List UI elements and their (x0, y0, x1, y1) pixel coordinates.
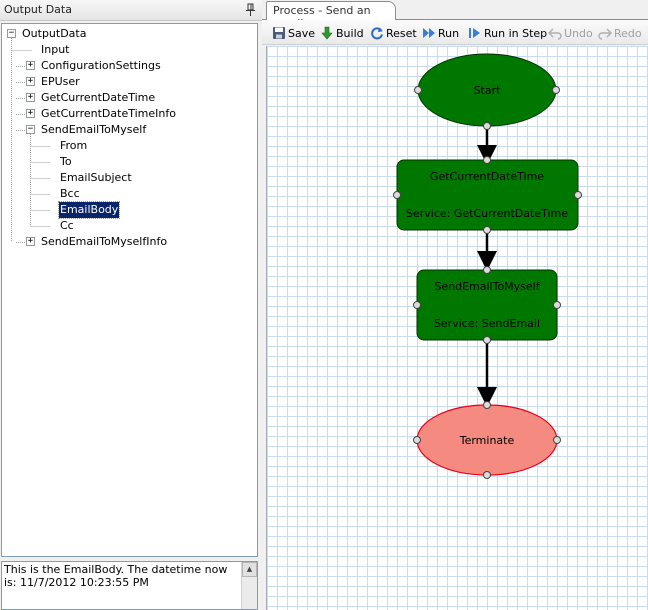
tree-node-epuser[interactable]: + EPUser (26, 74, 81, 90)
start-node[interactable]: Start (414, 53, 560, 130)
port-handle[interactable] (393, 191, 401, 199)
reset-label: Reset (386, 26, 417, 40)
tree-node-label[interactable]: GetCurrentDateTimeInfo (41, 107, 176, 120)
tree-node-emailbody[interactable]: EmailBody (57, 201, 121, 219)
tree-node-outputdata[interactable]: − OutputData (7, 26, 87, 42)
tree-node-cc[interactable]: Cc (59, 218, 75, 234)
collapse-icon[interactable]: − (26, 124, 35, 134)
run-in-step-label: Run in Step (484, 26, 548, 40)
build-arrow-icon (321, 26, 333, 40)
port-handle[interactable] (552, 86, 560, 94)
tree-node-label[interactable]: SendEmailToMyselfInfo (41, 235, 168, 248)
value-preview-text: This is the EmailBody. The datetime now … (4, 563, 228, 589)
step-title: SendEmailToMyself (434, 280, 540, 293)
undo-label: Undo (564, 26, 593, 40)
expand-icon[interactable]: + (26, 108, 35, 118)
step-service: Service: SendEmail (434, 317, 540, 330)
tree-node-configurationsettings[interactable]: + ConfigurationSettings (26, 58, 162, 74)
tree-node-input[interactable]: Input (40, 42, 70, 58)
floppy-disk-icon (273, 27, 285, 39)
tree-node-from[interactable]: From (59, 138, 88, 154)
tree-node-label[interactable]: OutputData (22, 27, 87, 40)
port-handle[interactable] (483, 226, 491, 234)
tree-node-label[interactable]: Input (41, 43, 70, 56)
process-flow-canvas[interactable]: Start GetCurrentDateTime Service: GetCur… (266, 46, 648, 610)
collapse-icon[interactable]: − (7, 28, 16, 38)
expand-icon[interactable]: + (26, 92, 35, 102)
port-handle[interactable] (413, 301, 421, 309)
save-button[interactable]: Save (272, 24, 315, 42)
refresh-icon (371, 27, 383, 40)
process-designer-panel: Process - Send an email Save Build Reset (262, 0, 648, 610)
run-label: Run (438, 26, 460, 40)
redo-label: Redo (614, 26, 642, 40)
designer-toolbar: Save Build Reset Run Run i (262, 20, 648, 45)
run-in-step-button[interactable]: Run in Step (468, 24, 547, 42)
terminate-node-label: Terminate (459, 434, 515, 447)
tree-node-label[interactable]: EmailSubject (60, 171, 132, 184)
step-forward-icon (469, 28, 480, 38)
build-button[interactable]: Build (320, 24, 364, 42)
process-flow-diagram: Start GetCurrentDateTime Service: GetCur… (393, 53, 582, 479)
tree-node-label[interactable]: Bcc (60, 187, 80, 200)
tree-node-label[interactable]: From (60, 139, 88, 152)
document-tab-strip: Process - Send an email (262, 0, 648, 30)
expand-icon[interactable]: + (26, 60, 35, 70)
tree-node-label[interactable]: GetCurrentDateTime (41, 91, 156, 104)
reset-button[interactable]: Reset (370, 24, 417, 42)
tree-node-sendemailtomyself[interactable]: − SendEmailToMyself (26, 122, 147, 138)
tree-node-getcurrentdatetimeinfo[interactable]: + GetCurrentDateTimeInfo (26, 106, 177, 122)
port-handle[interactable] (483, 266, 491, 274)
undo-arrow-icon (548, 28, 562, 40)
port-handle[interactable] (553, 301, 561, 309)
vertical-scrollbar[interactable]: ▲ (241, 562, 257, 609)
tree-node-bcc[interactable]: Bcc (59, 186, 81, 202)
build-label: Build (336, 26, 364, 40)
undo-button[interactable]: Undo (548, 24, 593, 42)
port-handle[interactable] (413, 436, 421, 444)
output-data-panel: Output Data (0, 0, 262, 610)
panel-title: Output Data (4, 3, 72, 16)
scroll-up-arrow-icon[interactable]: ▲ (242, 562, 257, 577)
port-handle[interactable] (483, 471, 491, 479)
tree-node-label[interactable]: To (60, 155, 72, 168)
output-data-tree[interactable]: − OutputData Input + ConfigurationSettin… (1, 23, 258, 557)
step-title: GetCurrentDateTime (430, 170, 544, 183)
port-handle[interactable] (574, 191, 582, 199)
port-handle[interactable] (483, 156, 491, 164)
panel-header: Output Data (0, 0, 262, 21)
port-handle[interactable] (483, 336, 491, 344)
tree-node-to[interactable]: To (59, 154, 73, 170)
tree-node-label[interactable]: EPUser (41, 75, 80, 88)
save-label: Save (288, 26, 316, 40)
tree-node-emailsubject[interactable]: EmailSubject (59, 170, 133, 186)
tree-node-label[interactable]: Cc (60, 219, 74, 232)
start-node-label: Start (474, 84, 502, 97)
tree-node-label[interactable]: ConfigurationSettings (41, 59, 161, 72)
port-handle[interactable] (553, 436, 561, 444)
step-getcurrentdatetime[interactable]: GetCurrentDateTime Service: GetCurrentDa… (393, 156, 582, 234)
expand-icon[interactable]: + (26, 76, 35, 86)
expand-icon[interactable]: + (26, 236, 35, 246)
terminate-node[interactable]: Terminate (413, 401, 561, 479)
fast-forward-icon (423, 28, 435, 38)
tree-node-label[interactable]: SendEmailToMyself (41, 123, 147, 136)
port-handle[interactable] (414, 86, 422, 94)
redo-button[interactable]: Redo (598, 24, 642, 42)
pin-icon[interactable] (245, 3, 257, 17)
tree-node-getcurrentdatetime[interactable]: + GetCurrentDateTime (26, 90, 156, 106)
tab-process-send-an-email[interactable]: Process - Send an email (266, 1, 396, 30)
tree-connector-lines (11, 38, 50, 243)
step-sendemailtomyself[interactable]: SendEmailToMyself Service: SendEmail (413, 266, 561, 344)
value-preview-box[interactable]: This is the EmailBody. The datetime now … (1, 561, 258, 610)
run-button[interactable]: Run (422, 24, 459, 42)
port-handle[interactable] (483, 122, 491, 130)
tree-node-sendemailtomyselfinfo[interactable]: + SendEmailToMyselfInfo (26, 234, 168, 250)
port-handle[interactable] (483, 401, 491, 409)
step-service: Service: GetCurrentDateTime (406, 207, 568, 220)
tree-node-label-selected[interactable]: EmailBody (57, 201, 121, 219)
redo-arrow-icon (598, 28, 612, 40)
